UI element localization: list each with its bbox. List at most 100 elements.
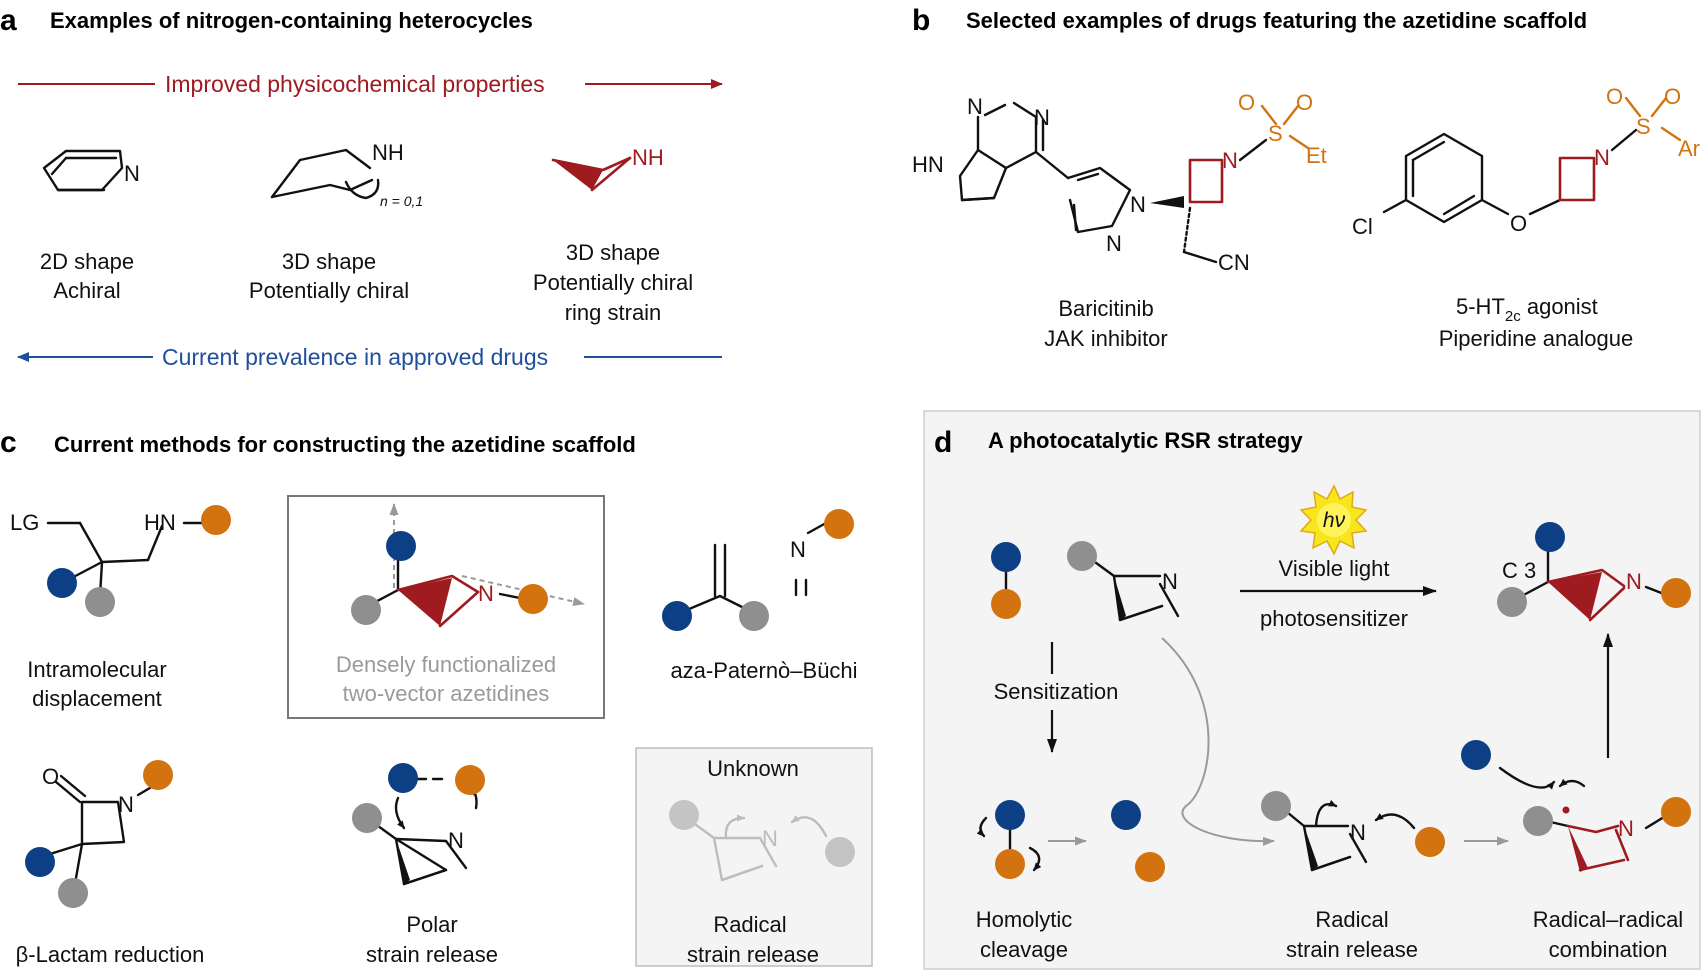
agonist-o1: O — [1606, 84, 1623, 109]
combination-structure — [1461, 740, 1691, 872]
radical-label-2: strain release — [687, 942, 819, 967]
curved-arrow — [1161, 637, 1275, 846]
orange-substituent — [824, 509, 854, 539]
orange-substituent — [143, 760, 173, 790]
homolytic-label-2: cleavage — [980, 937, 1068, 962]
panel-letter: a — [0, 4, 17, 37]
intramolecular-label-1: Intramolecular — [27, 657, 166, 682]
panel-letter: c — [0, 426, 17, 459]
agonist-name-pre: 5-HT — [1456, 294, 1505, 319]
photosensitizer-label: photosensitizer — [1260, 606, 1408, 631]
piperidine-label-2: Potentially chiral — [249, 278, 409, 303]
bottom-arrow-label: Current prevalence in approved drugs — [162, 344, 548, 370]
piperidine-n-sub: n = 0,1 — [380, 193, 423, 209]
blue-substituent — [388, 763, 418, 793]
combination-label-1: Radical–radical — [1533, 907, 1683, 932]
panel-title: Examples of nitrogen-containing heterocy… — [50, 8, 533, 33]
gray-substituent — [58, 878, 88, 908]
orange-substituent — [1661, 797, 1691, 827]
gray-substituent — [85, 587, 115, 617]
baricitinib-et: Et — [1306, 143, 1327, 168]
dense-azetidine-n: N — [478, 581, 494, 606]
lactam-n: N — [118, 792, 134, 817]
baricitinib-s: S — [1268, 121, 1283, 146]
gray-substituent — [669, 800, 699, 830]
agonist-name: 5-HT2c agonist — [1456, 294, 1598, 325]
blue-substituent — [386, 531, 416, 561]
orange-substituent — [455, 765, 485, 795]
radical-unknown-n: N — [762, 826, 778, 851]
agonist-name-sub: 2c — [1505, 308, 1521, 325]
baricitinib-cn: CN — [1218, 250, 1250, 275]
panel-title: Current methods for constructing the aze… — [54, 432, 636, 457]
intramolecular-label-2: displacement — [32, 686, 162, 711]
intramolecular-structure — [46, 505, 231, 617]
blue-substituent — [47, 568, 77, 598]
start-azabicycle — [1067, 541, 1180, 622]
gray-substituent — [1067, 541, 1097, 571]
blue-substituent — [1535, 522, 1565, 552]
combination-n: N — [1618, 816, 1634, 841]
sensitization-label-bg — [980, 674, 1128, 710]
panel-b: b Selected examples of drugs featuring t… — [912, 4, 1700, 351]
gray-substituent — [1523, 806, 1553, 836]
azetidine-label-2: Potentially chiral — [533, 270, 693, 295]
gray-substituent — [351, 595, 381, 625]
azetidine-label-3: ring strain — [565, 300, 662, 325]
radical-label-2: strain release — [1286, 937, 1418, 962]
baricitinib-o1: O — [1238, 90, 1255, 115]
baricitinib-hn: HN — [912, 152, 944, 177]
polar-label-1: Polar — [406, 912, 457, 937]
orange-substituent — [995, 849, 1025, 879]
piperidine-nh: NH — [372, 140, 404, 165]
agonist-cl: Cl — [1352, 214, 1373, 239]
panel-letter: d — [934, 426, 952, 459]
pyridine-structure: N — [42, 149, 140, 192]
baricitinib-structure — [958, 101, 1310, 264]
baricitinib-class: JAK inhibitor — [1044, 326, 1168, 351]
lactam-o: O — [42, 764, 59, 789]
top-arrow-label: Improved physicochemical properties — [165, 71, 545, 97]
combination-label-2: combination — [1549, 937, 1668, 962]
intramolecular-hn: HN — [144, 510, 176, 535]
agonist-s: S — [1636, 114, 1651, 139]
gray-substituent — [739, 601, 769, 631]
agonist-o2: O — [1664, 84, 1681, 109]
baricitinib-n4: N — [1106, 231, 1122, 256]
panel-a: a Examples of nitrogen-containing hetero… — [0, 4, 723, 370]
gray-substituent — [1261, 791, 1291, 821]
panel-letter: b — [912, 4, 930, 37]
start-n: N — [1162, 569, 1178, 594]
dense-azetidine-box — [287, 495, 605, 719]
agonist-class: Piperidine analogue — [1439, 326, 1634, 351]
blue-radical — [1461, 740, 1491, 770]
orange-substituent — [1661, 578, 1691, 608]
polar-strain-release-structure — [352, 763, 485, 886]
product-n: N — [1626, 569, 1642, 594]
panel-d: d A photocatalytic RSR strategy hν N Vis… — [923, 410, 1701, 970]
blue-substituent — [662, 601, 692, 631]
baricitinib-o2: O — [1296, 90, 1313, 115]
baricitinib-azetidine-n: N — [1222, 148, 1238, 173]
agonist-o: O — [1510, 211, 1527, 236]
blue-substituent — [995, 800, 1025, 830]
polar-n: N — [448, 828, 464, 853]
agonist-ar: Ar — [1678, 136, 1700, 161]
radical-label-1: Radical — [1315, 907, 1388, 932]
agonist-structure — [1382, 96, 1682, 224]
panel-title: A photocatalytic RSR strategy — [988, 428, 1303, 453]
orange-substituent — [518, 584, 548, 614]
azetidine-label-1: 3D shape — [566, 240, 660, 265]
pyridine-label-1: 2D shape — [40, 249, 134, 274]
blue-radical — [1111, 800, 1141, 830]
beta-lactam-structure — [25, 760, 173, 908]
agonist-name-post: agonist — [1521, 294, 1598, 319]
blue-substituent — [25, 847, 55, 877]
gray-substituent — [352, 803, 382, 833]
piperidine-label-1: 3D shape — [282, 249, 376, 274]
lactam-label: β-Lactam reduction — [16, 942, 205, 967]
radical-n: N — [1350, 820, 1366, 845]
aza-label: aza-Paternò–Büchi — [670, 658, 857, 683]
baricitinib-n2: N — [1034, 105, 1050, 130]
